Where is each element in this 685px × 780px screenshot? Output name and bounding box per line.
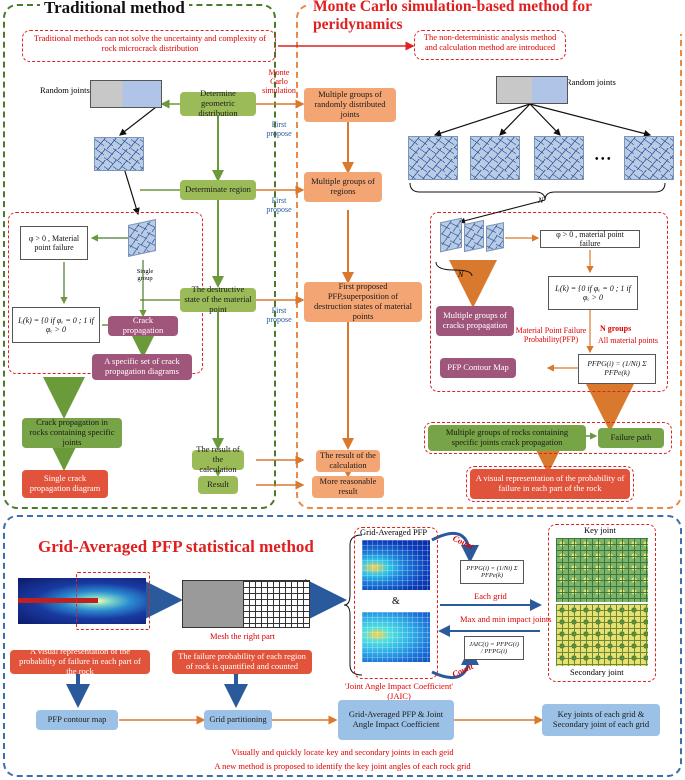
each-grid-label: Each grid (474, 591, 507, 601)
footer-line-1: Visually and quickly locate key and seco… (231, 747, 454, 757)
grid-partitioning-box: Grid partitioning (204, 710, 272, 730)
max-min-label: Max and min impact joints (460, 614, 552, 624)
pfp-contour-image (18, 578, 146, 624)
intro-callout (414, 30, 566, 60)
visual-rep-box: A visual representation of the probabili… (470, 469, 630, 499)
crack-propagation-box: Crack propagation (108, 315, 178, 336)
result-box: Result (198, 476, 238, 494)
pfp-proposed-box: First proposed PFP,superposition of dest… (304, 282, 422, 322)
jaic-heatmap (362, 612, 430, 662)
joint-sample-tile-3 (534, 136, 584, 180)
n-label-top: N (538, 196, 544, 205)
traditional-title: Traditional method (40, 0, 189, 18)
material-failure-box-right: φ > 0 , material point failure (540, 230, 640, 248)
indicator-formula-left: Iₑ(k) = {0 if φₑ = 0 ; 1 if φₑ > 0 (12, 307, 100, 343)
groups-regions-box: Multiple groups of regions (304, 172, 382, 202)
stacked-tile-3 (486, 222, 504, 252)
crack-in-rocks-box: Crack propagation in rocks containing sp… (22, 417, 122, 448)
determinate-region-box: Determinate region (180, 180, 256, 200)
mesh-grid-image (182, 580, 310, 628)
stacked-tile-2 (464, 219, 484, 253)
secondary-joint-table (556, 604, 648, 666)
n-groups-label: N groups (600, 324, 632, 333)
single-group-tile-left (128, 219, 156, 257)
ampersand-label: & (392, 596, 400, 607)
problem-callout (22, 30, 276, 62)
random-joints-block-left (90, 80, 162, 108)
ellipsis-dots: • • • (595, 154, 611, 165)
joint-sample-tile-1 (408, 136, 458, 180)
visual-rep-frame (466, 466, 634, 502)
pfp-eq-box: PFPG(i) = (1/Ni) Σ PFPe(k) (460, 560, 524, 584)
material-failure-box-left: φ > 0 , Material point failure (20, 226, 88, 260)
rocks-joints-box: Multiple groups of rocks containing spec… (428, 425, 586, 451)
grid-visual-box: A visual representation of the probabili… (10, 646, 150, 676)
intro-text: The non-deterministic analysis method an… (423, 32, 557, 52)
mc-result-calculation-box: The result of the calculation (316, 450, 380, 472)
key-joint-frame (548, 524, 656, 682)
result-calculation-box: The result of the calculation (192, 444, 244, 474)
mc-process-frame (430, 212, 668, 392)
single-diagram-box: Single crack propagation diagram (22, 470, 108, 498)
monte-carlo-title: Monte Carlo simulation-based method for … (310, 0, 685, 34)
grid-averaged-title: Grid-Averaged PFP statistical method (38, 537, 314, 556)
key-secondary-box: Key joints of each grid & Secondary join… (542, 704, 660, 736)
joint-sample-tile-4 (624, 136, 674, 180)
all-points-label: All material points (598, 336, 658, 345)
rocks-joints-frame (424, 422, 672, 454)
failure-path-box: Failure path (598, 428, 664, 448)
geometric-distribution-box: Determine geometric distribution (180, 88, 256, 118)
mesh-label: Mesh the right part (210, 631, 275, 641)
more-reasonable-box: More reasonable result (312, 476, 384, 498)
random-joints-label-right: Random joints (566, 77, 616, 87)
joint-sample-tile-left (94, 137, 144, 171)
grid-averaged-panel (3, 515, 682, 777)
first-propose-label-3: First propose (266, 306, 292, 325)
mpfp-label: Material Point Failure Probability(PFP) (515, 326, 587, 345)
groups-joints-box: Multiple groups of randomly distributed … (304, 88, 396, 122)
quantified-box: The failure probability of each region o… (172, 650, 312, 674)
pfp-contour-map-box: PFP contour map (36, 710, 118, 730)
problem-text: Traditional methods can not solve the un… (33, 33, 267, 53)
random-joints-block-right (496, 76, 568, 104)
combined-box: Grid-Averaged PFP & Joint Angle Impact C… (338, 700, 454, 740)
first-propose-label-1: First propose (266, 120, 292, 139)
gapfp-label: Grid-Averaged PFP (360, 527, 428, 537)
key-joint-table (556, 538, 648, 602)
pfp-formula-box: PFPG(i) = (1/Ni) Σ PFPe(k) (578, 354, 656, 384)
joint-sample-tile-2 (470, 136, 520, 180)
indicator-formula-right: Iₑ(k) = {0 if φₑ = 0 ; 1 if φₑ > 0 (548, 276, 638, 310)
jaic-eq-box: JAIC(i) = PFPG(i) / PFPG(i) (464, 636, 524, 660)
jaic-label: 'Joint Angle Impact Coefficient' (JAIC) (345, 681, 453, 701)
destructive-state-box: The destructive state of the material po… (180, 284, 256, 314)
footer-line-2: A new method is proposed to identify the… (214, 761, 471, 771)
random-joints-label-left: Random joints (40, 85, 90, 95)
stacked-tile-1 (440, 217, 462, 253)
n-label-mid: N (458, 270, 464, 279)
groups-cracks-box: Multiple groups of cracks propagation (436, 306, 514, 336)
gapfp-frame (354, 527, 438, 679)
contour-highlight (76, 572, 150, 630)
monte-carlo-label: Monte Carlo simulation (262, 68, 296, 96)
gapfp-heatmap (362, 540, 430, 590)
secondary-joint-label: Secondary joint (570, 667, 624, 677)
pfp-contour-box: PFP Contour Map (440, 358, 516, 378)
first-propose-label-2: First propose (266, 196, 292, 215)
specific-set-box: A specific set of crack propagation diag… (92, 354, 192, 380)
single-group-label: Single group (136, 268, 154, 283)
key-joint-label: Key joint (584, 525, 616, 535)
